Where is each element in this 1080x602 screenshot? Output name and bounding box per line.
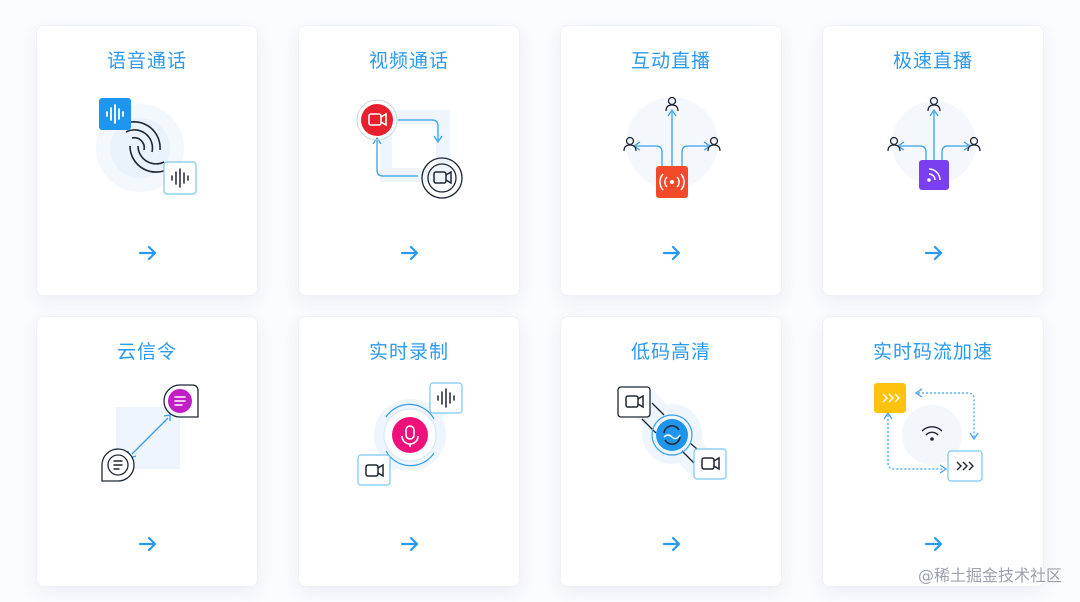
card-title: 云信令 <box>116 341 177 363</box>
arrow-right-icon[interactable] <box>399 533 421 555</box>
product-grid: 语音通话 <box>36 25 1044 587</box>
card-fast-live[interactable]: 极速直播 <box>822 25 1044 296</box>
card-title: 视频通话 <box>368 50 449 72</box>
card-title: 极速直播 <box>892 50 973 72</box>
card-video-call[interactable]: 视频通话 <box>298 25 520 296</box>
card-realtime-recording[interactable]: 实时录制 <box>298 316 520 587</box>
card-title: 实时录制 <box>368 341 449 363</box>
card-voice-call[interactable]: 语音通话 <box>36 25 258 296</box>
card-title: 低码高清 <box>630 341 711 363</box>
cloud-signaling-icon <box>88 379 208 499</box>
card-title: 互动直播 <box>630 50 711 72</box>
card-title: 语音通话 <box>106 50 187 72</box>
arrow-right-icon[interactable] <box>137 242 159 264</box>
video-call-icon <box>350 88 470 208</box>
card-title: 实时码流加速 <box>872 341 993 363</box>
low-bitrate-hd-icon <box>612 379 732 499</box>
arrow-right-icon[interactable] <box>137 533 159 555</box>
realtime-recording-icon <box>350 379 470 499</box>
arrow-right-icon[interactable] <box>399 242 421 264</box>
arrow-right-icon[interactable] <box>923 533 945 555</box>
card-cloud-signaling[interactable]: 云信令 <box>36 316 258 587</box>
arrow-right-icon[interactable] <box>661 533 683 555</box>
voice-call-icon <box>88 88 208 208</box>
stream-acceleration-icon <box>874 379 994 499</box>
arrow-right-icon[interactable] <box>923 242 945 264</box>
fast-live-icon <box>874 88 994 208</box>
card-low-bitrate-hd[interactable]: 低码高清 <box>560 316 782 587</box>
interactive-live-icon <box>612 88 732 208</box>
card-interactive-live[interactable]: 互动直播 <box>560 25 782 296</box>
watermark: @稀土掘金技术社区 <box>917 566 1062 585</box>
card-stream-acceleration[interactable]: 实时码流加速 <box>822 316 1044 587</box>
arrow-right-icon[interactable] <box>661 242 683 264</box>
